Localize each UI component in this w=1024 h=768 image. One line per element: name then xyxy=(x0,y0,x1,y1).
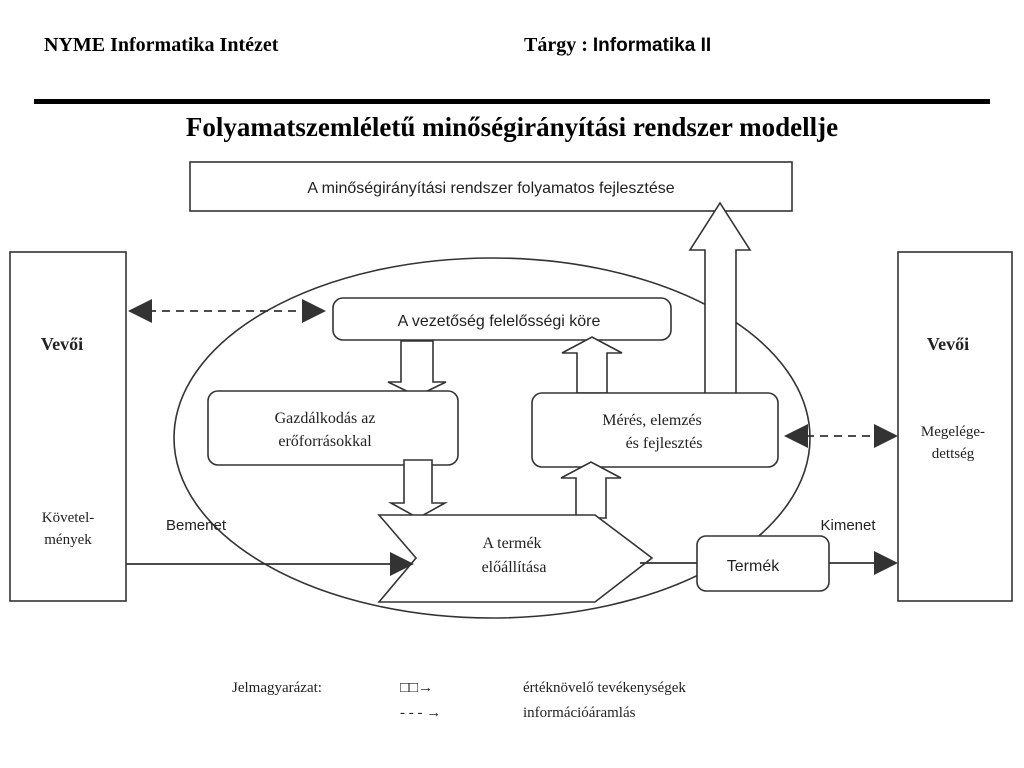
legend-value-text: értéknövelő tevékenységek xyxy=(523,680,686,696)
customers-right-heading: Vevői xyxy=(927,334,969,354)
management-box xyxy=(332,297,672,341)
improvement-label: A minőségirányítási rendszer folyamatos … xyxy=(307,180,674,197)
product-label: Termék xyxy=(727,558,780,575)
improvement-arrow xyxy=(688,201,752,399)
resources-line1: Gazdálkodás az xyxy=(275,410,376,427)
measurement-box xyxy=(531,392,779,468)
output-flow-head xyxy=(874,551,898,575)
resources-box xyxy=(207,390,459,466)
page-title: Folyamatszemléletű minőségirányítási ren… xyxy=(185,112,839,142)
requirements-line2: mények xyxy=(44,532,92,548)
output-label: Kimenet xyxy=(820,517,876,534)
product-box xyxy=(696,535,830,592)
measurement-line1: Mérés, elemzés xyxy=(602,412,702,429)
header-rule xyxy=(34,99,990,104)
customers-left-box xyxy=(9,251,127,602)
measurement-line2: és fejlesztés xyxy=(626,435,703,452)
subject-header: Tárgy : Informatika II xyxy=(524,34,711,57)
production-line1: A termék xyxy=(482,535,541,552)
customers-left-heading: Vevői xyxy=(41,334,83,354)
legend-value-symbol: □□→ xyxy=(400,680,433,696)
process-ellipse xyxy=(173,257,811,619)
customers-right-box xyxy=(897,251,1013,602)
institute-name: NYME Informatika Intézet xyxy=(44,34,279,56)
resources-line2: erőforrásokkal xyxy=(278,433,372,450)
resources-to-production-arrow xyxy=(387,459,449,519)
production-to-measurement-arrow xyxy=(560,461,622,519)
subject-prefix: Tárgy : xyxy=(524,34,593,56)
info-flow-left-head-b xyxy=(302,299,326,323)
management-to-resources-arrow xyxy=(387,340,447,397)
info-flow-right-head-b xyxy=(874,424,898,448)
production-chevron xyxy=(377,514,654,603)
legend-label: Jelmagyarázat: xyxy=(232,680,322,696)
requirements-line1: Követel- xyxy=(42,510,94,526)
info-flow-right-head-a xyxy=(784,424,808,448)
legend-info-symbol: - - - → xyxy=(400,705,441,721)
input-flow-head xyxy=(390,552,414,576)
improvement-box xyxy=(189,161,793,212)
subject-name: Informatika II xyxy=(592,35,712,56)
input-label: Bemenet xyxy=(166,517,227,534)
satisfaction-line2: dettség xyxy=(932,446,975,462)
info-flow-left-head-a xyxy=(128,299,152,323)
satisfaction-line1: Megelége- xyxy=(921,424,985,440)
measurement-to-management-arrow xyxy=(561,336,623,394)
management-label: A vezetőség felelősségi köre xyxy=(398,313,601,330)
legend-info-text: információáramlás xyxy=(523,705,636,721)
production-line2: előállítása xyxy=(482,559,547,576)
